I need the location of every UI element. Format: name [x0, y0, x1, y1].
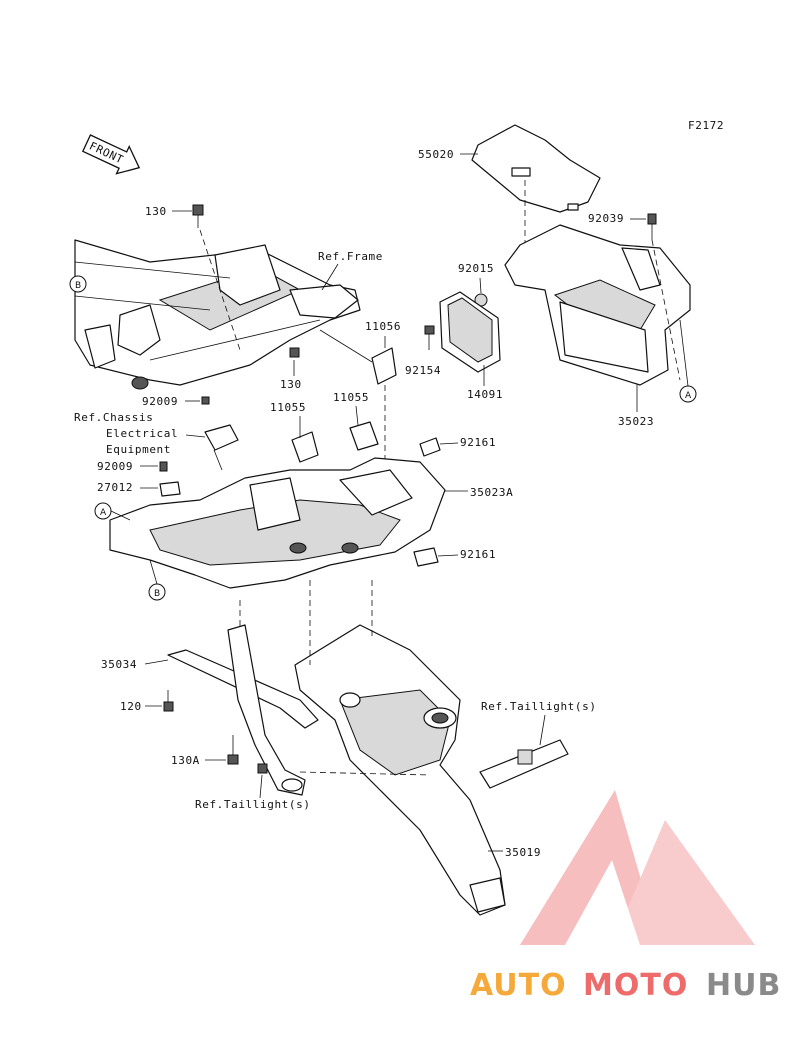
marker-a-left: A: [94, 502, 112, 520]
svg-text:A: A: [100, 508, 107, 518]
bracket-35019: [294, 624, 506, 916]
tray-35023: [504, 224, 691, 386]
label-92009-a: 92009: [142, 395, 178, 408]
label-92161-b: 92161: [460, 548, 496, 561]
ref-taillight-right: Ref.Taillight(s): [481, 700, 597, 713]
label-11055-a: 11055: [270, 401, 306, 414]
label-92161-a: 92161: [460, 436, 496, 449]
bolt-130-mid-icon: [289, 347, 300, 358]
pad-92161-b: [413, 547, 439, 567]
cover-55020: [471, 124, 601, 213]
label-35023: 35023: [618, 415, 654, 428]
label-35019: 35019: [505, 846, 541, 859]
watermark-logo-icon: [520, 790, 755, 945]
label-92009-b: 92009: [97, 460, 133, 473]
cover-14091: [439, 291, 501, 373]
ref-chassis-line2: Electrical: [106, 427, 178, 440]
clip-electrical-icon: [204, 424, 239, 471]
label-27012: 27012: [97, 481, 133, 494]
screw-92009-b-icon: [159, 461, 168, 472]
bolt-120-icon: [163, 690, 174, 712]
watermark-part1: AUTO: [470, 968, 567, 1003]
frame-assembly: [74, 239, 361, 390]
watermark-text: AUTO MOTO HUB: [470, 968, 781, 1003]
bolt-130A-icon: [227, 735, 239, 765]
label-92015: 92015: [458, 262, 494, 275]
label-130A: 130A: [171, 754, 200, 767]
svg-text:A: A: [685, 391, 692, 401]
label-55020: 55020: [418, 148, 454, 161]
label-11056: 11056: [365, 320, 401, 333]
clamp-27012-icon: [159, 481, 181, 497]
label-92039: 92039: [588, 212, 624, 225]
stay-35034: [167, 624, 319, 796]
marker-a-top: A: [679, 385, 697, 403]
marker-b-lower: B: [148, 583, 166, 601]
figure-id: F2172: [688, 119, 724, 132]
bolt-92039-icon: [647, 213, 657, 240]
label-11055-b: 11055: [333, 391, 369, 404]
screw-taillight-icon: [257, 763, 268, 774]
watermark-part3: HUB: [706, 968, 781, 1003]
label-35034: 35034: [101, 658, 137, 671]
ref-taillight-left: Ref.Taillight(s): [195, 798, 311, 811]
bracket-11055-b: [349, 421, 379, 451]
screw-92009-a-icon: [201, 396, 210, 405]
label-120: 120: [120, 700, 142, 713]
label-35023A: 35023A: [470, 486, 513, 499]
svg-text:B: B: [75, 281, 81, 291]
watermark-part2: MOTO: [583, 968, 688, 1003]
front-arrow-icon: FRONT: [81, 134, 141, 175]
bolt-130-top-icon: [192, 204, 204, 228]
pad-92161-a: [419, 437, 441, 457]
bracket-11056: [371, 347, 397, 385]
marker-b-top: B: [69, 275, 87, 293]
screw-92154-icon: [424, 325, 435, 350]
label-130-top: 130: [145, 205, 167, 218]
ref-chassis-line3: Equipment: [106, 443, 171, 456]
taillight-bracket-icon: [479, 739, 569, 789]
label-14091: 14091: [467, 388, 503, 401]
bracket-11055-a: [291, 431, 319, 463]
ref-chassis-line1: Ref.Chassis: [74, 411, 153, 424]
label-92154: 92154: [405, 364, 441, 377]
ref-frame: Ref.Frame: [318, 250, 383, 263]
fender-35023A: [109, 457, 446, 589]
label-130-mid: 130: [280, 378, 302, 391]
svg-text:B: B: [154, 589, 160, 599]
